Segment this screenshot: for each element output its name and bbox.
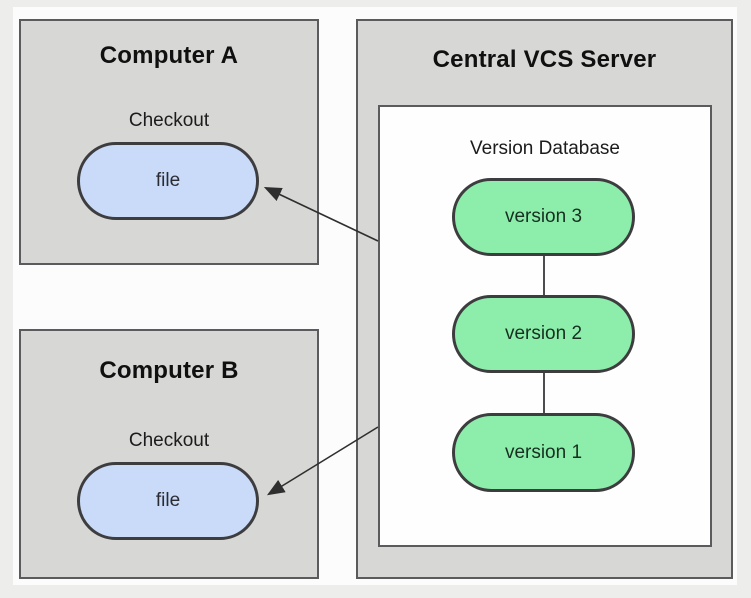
computer-b-title: Computer B — [99, 357, 239, 384]
version-database-box: Version Database version 3 version 2 ver… — [378, 105, 712, 547]
version-database-title: Version Database — [470, 138, 620, 159]
computer-b-box: Computer B Checkout file — [19, 329, 319, 579]
computer-a-box: Computer A Checkout file — [19, 19, 319, 265]
computer-a-title: Computer A — [99, 42, 239, 69]
version-2-node: version 2 — [452, 295, 635, 373]
computer-a-checkout-label: Checkout — [128, 110, 210, 131]
computer-b-checkout-label: Checkout — [128, 430, 210, 451]
connector-v3-v2 — [543, 256, 545, 295]
central-vcs-server-box: Central VCS Server Version Database vers… — [356, 19, 733, 579]
central-vcs-server-title: Central VCS Server — [432, 46, 657, 73]
connector-v2-v1 — [543, 373, 545, 413]
version-3-node: version 3 — [452, 178, 635, 256]
computer-b-file-node: file — [77, 462, 259, 540]
version-1-node: version 1 — [452, 413, 635, 492]
computer-a-file-node: file — [77, 142, 259, 220]
